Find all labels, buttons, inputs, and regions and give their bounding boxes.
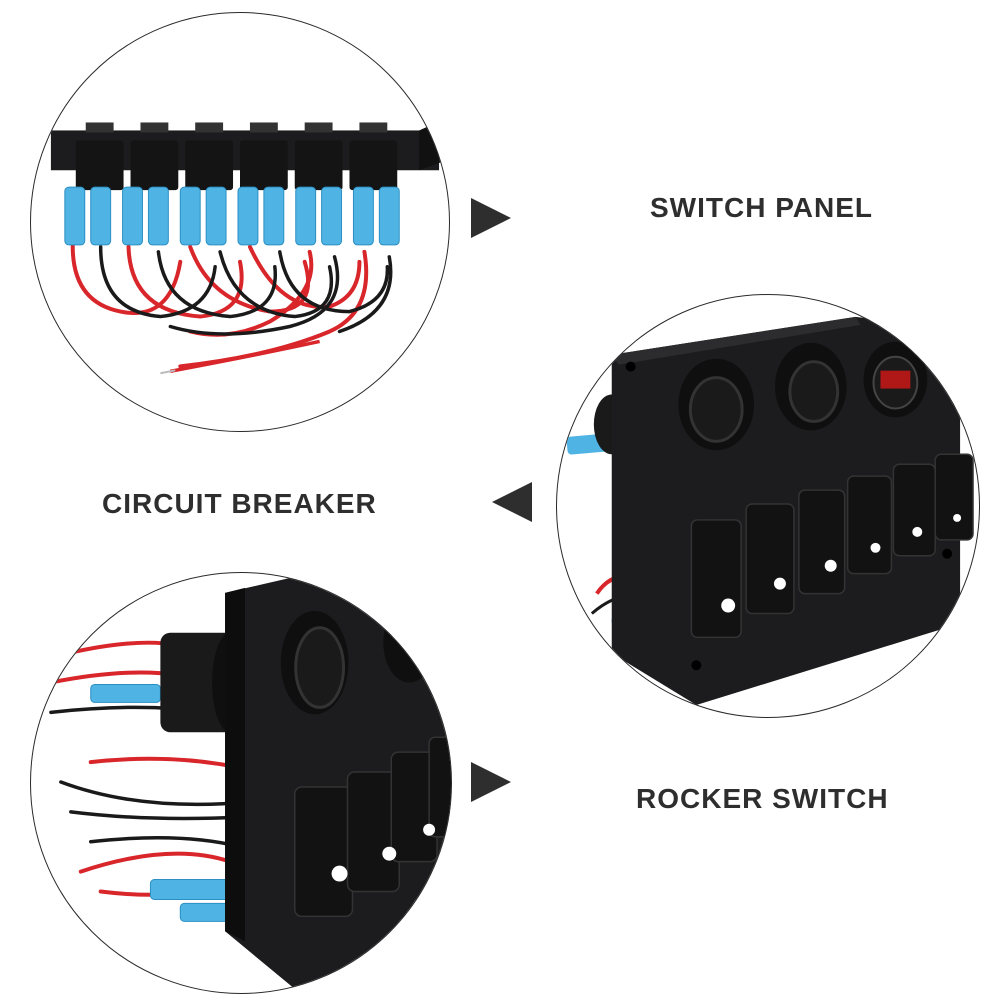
switch-panel-side-photo <box>30 572 452 994</box>
arrow-right-icon <box>471 762 511 802</box>
switch-panel-front-illustration <box>566 316 974 706</box>
switch-panel-label: SWITCH PANEL <box>650 192 874 223</box>
arrow-right-icon <box>471 198 511 238</box>
rocker-switch-label: ROCKER SWITCH <box>636 783 889 814</box>
circuit-breaker-label: CIRCUIT BREAKER <box>102 488 377 519</box>
arrow-left-icon <box>492 482 532 522</box>
switch-panel-front-photo <box>556 294 980 718</box>
wiring-harness-photo <box>30 12 450 432</box>
switch-panel-side-illustration <box>48 577 451 993</box>
wiring-harness-illustration <box>50 120 442 375</box>
